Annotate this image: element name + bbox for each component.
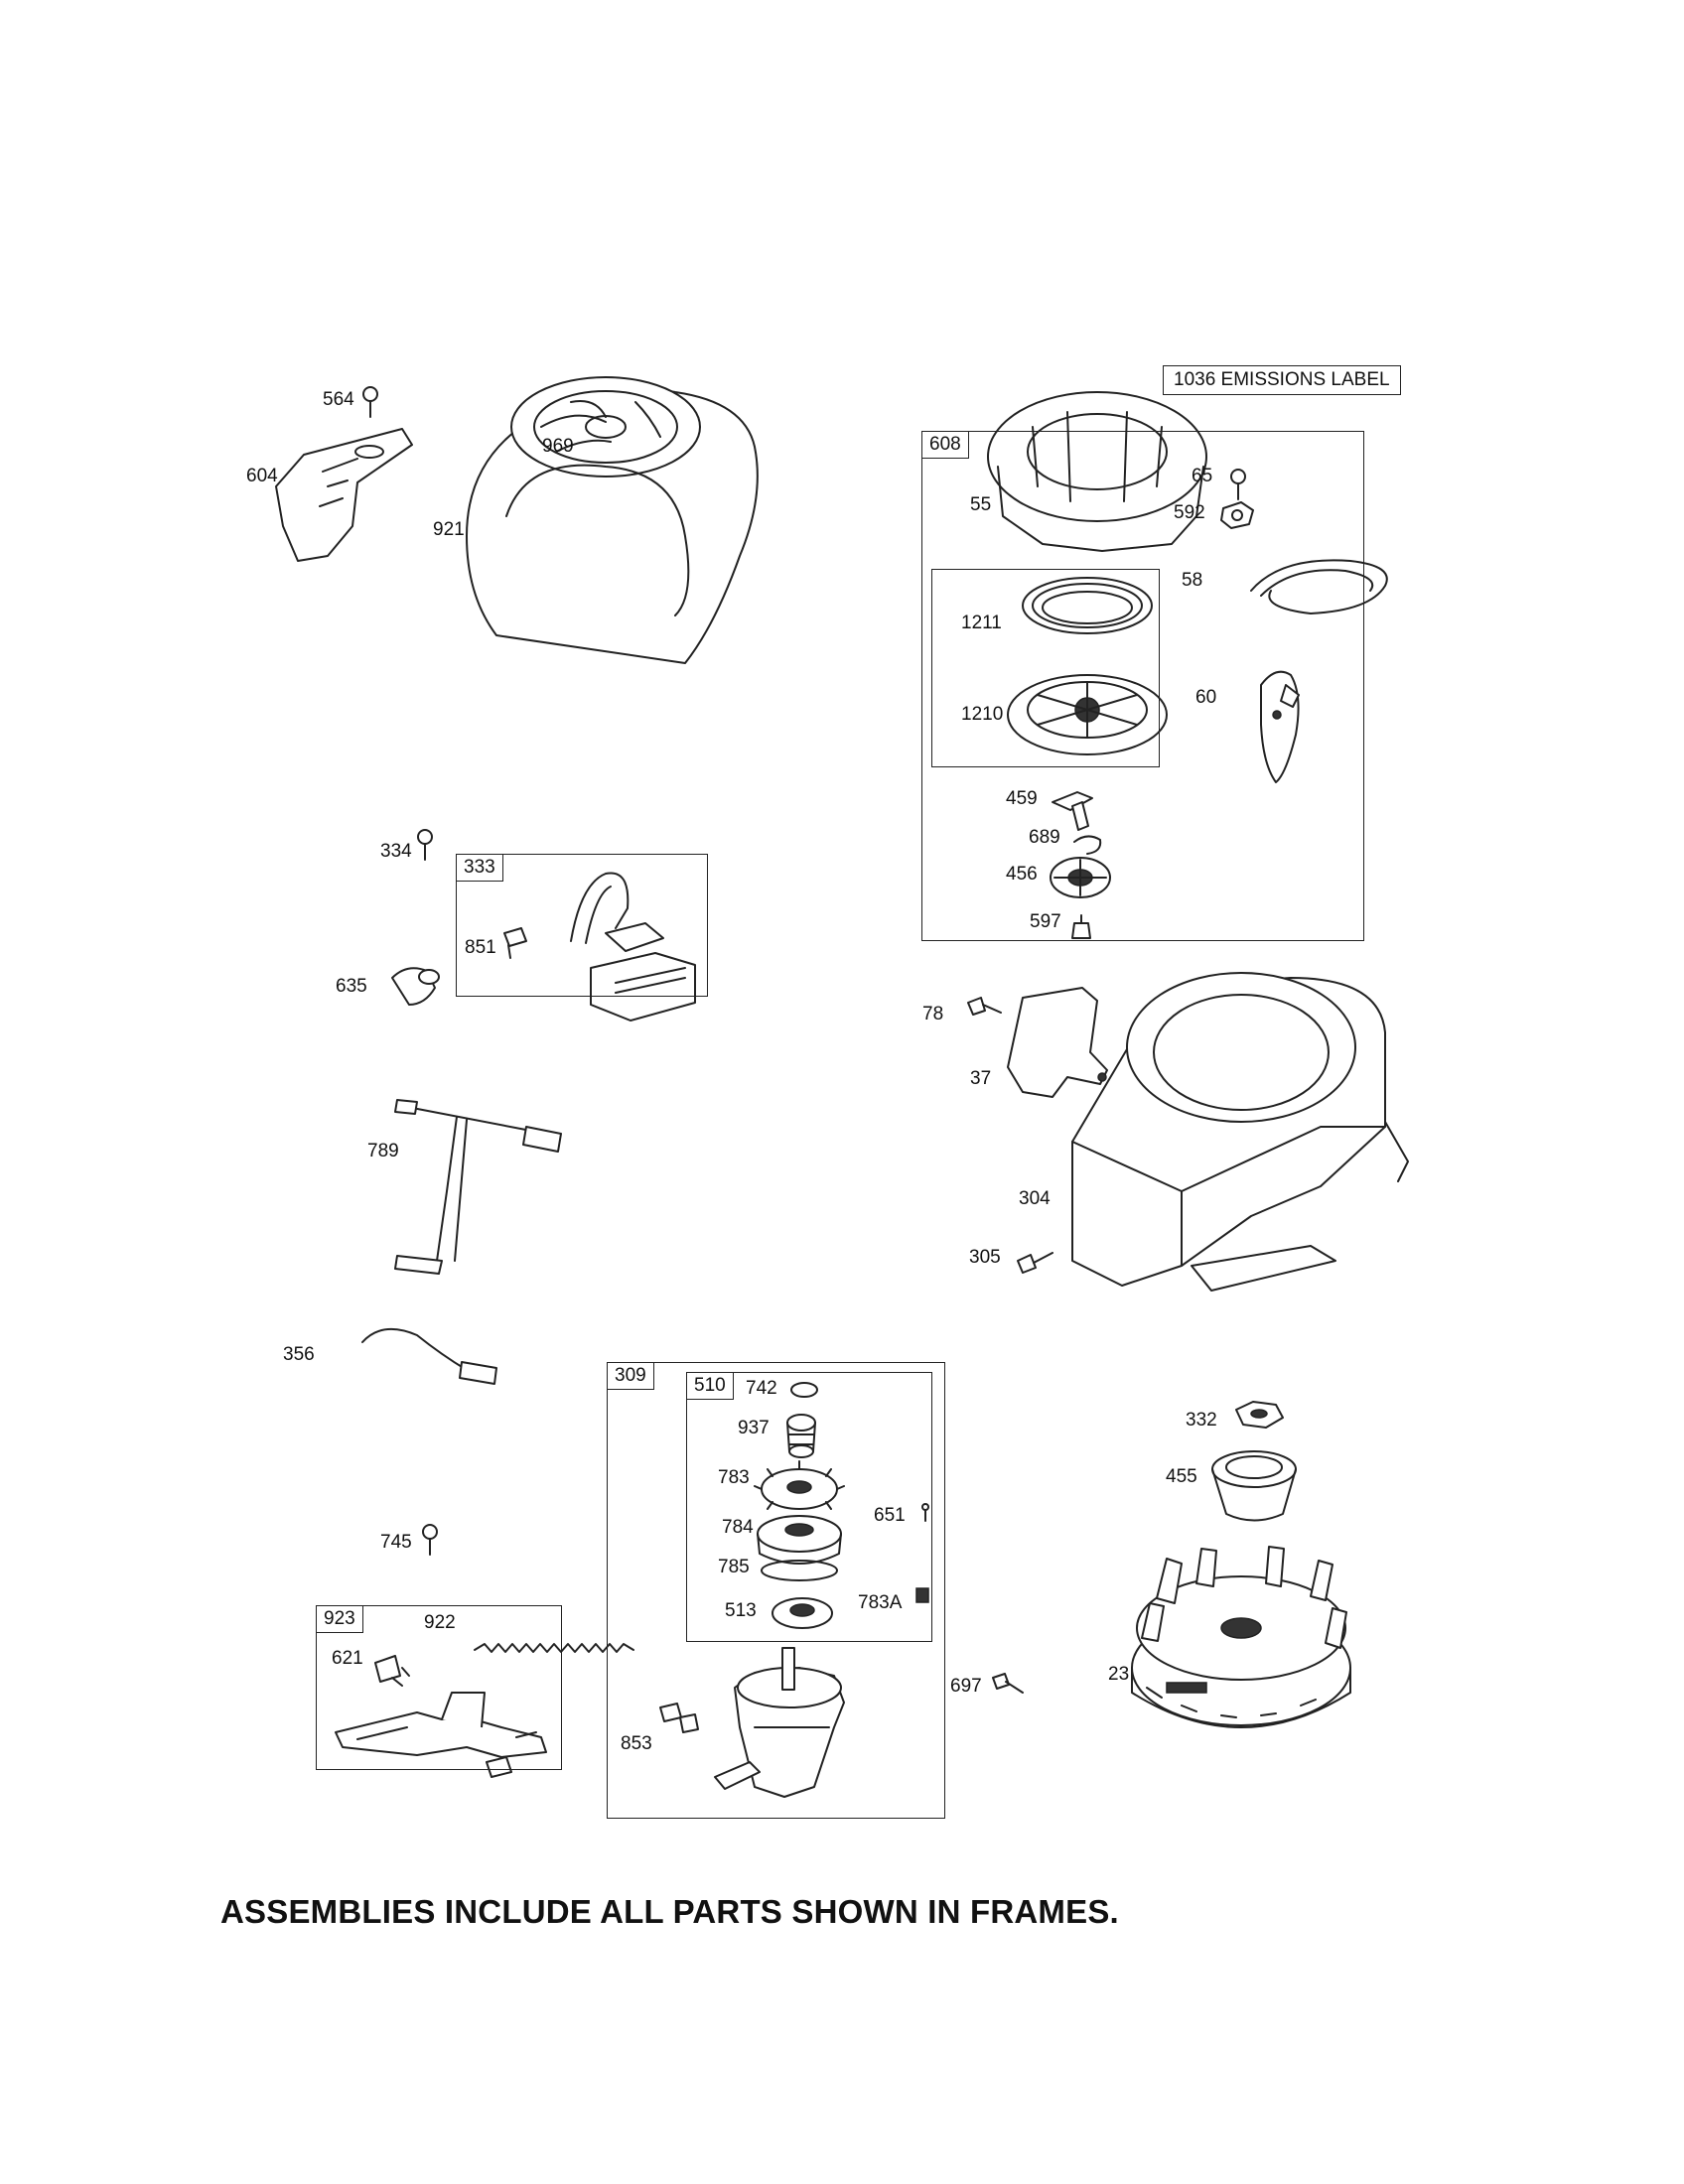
assemblies-note: ASSEMBLIES INCLUDE ALL PARTS SHOWN IN FR… [220,1893,1119,1930]
frame-tag-923: 923 [316,1605,363,1633]
callout-604: 604 [246,466,278,486]
cup-455-drawing [1211,1450,1297,1522]
callout-332: 332 [1186,1410,1217,1431]
callout-785: 785 [718,1557,750,1577]
ground-wire-356-drawing [361,1327,497,1385]
callout-789: 789 [367,1141,399,1161]
callout-455: 455 [1166,1466,1197,1487]
spring-922-drawing [474,1643,634,1653]
screw-305-drawing [1017,1252,1053,1274]
starter-motor-309-drawing [714,1647,845,1798]
starter-housing-55-drawing [987,391,1207,552]
callout-742: 742 [746,1378,777,1399]
pulley-1210-drawing [1007,674,1168,755]
screw-597-drawing [1071,914,1091,939]
callout-921: 921 [433,519,465,540]
cap-783a-drawing [915,1587,929,1603]
ring-689-drawing [1073,835,1102,855]
callout-23: 23 [1108,1664,1130,1685]
handle-60-drawing [1260,670,1300,783]
callout-784: 784 [722,1517,754,1538]
callout-513: 513 [725,1600,757,1621]
frame-510: 510 [686,1372,932,1642]
callout-304: 304 [1019,1188,1051,1209]
screw-334-drawing [417,829,433,861]
cylinder-shield-304-drawing [1071,972,1409,1292]
callout-305: 305 [969,1247,1001,1268]
callout-65: 65 [1192,466,1213,486]
screw-564-drawing [362,386,378,418]
frame-inner-recoil [931,569,1160,767]
harness-789-drawing [394,1099,562,1275]
gear-783-drawing [754,1460,845,1510]
callout-1210: 1210 [961,704,1004,725]
callout-592: 592 [1174,502,1205,523]
callout-937: 937 [738,1418,770,1438]
screw-651-drawing [921,1503,929,1522]
clip-851-drawing [503,927,527,959]
callout-635: 635 [336,976,367,997]
callout-689: 689 [1029,827,1060,848]
emissions-label-box: 1036 EMISSIONS LABEL [1163,365,1401,395]
bracket-621-drawing [374,1655,410,1687]
connector-853-drawing [659,1703,699,1733]
frame-608: 608 [921,431,1364,941]
callout-745: 745 [380,1532,412,1553]
callout-922: 922 [424,1612,456,1633]
baffle-604-drawing [275,428,413,562]
callout-334: 334 [380,841,412,862]
armature-333-drawing [570,872,696,1022]
frame-tag-333: 333 [456,854,503,882]
frame-tag-309: 309 [607,1362,654,1390]
callout-621: 621 [332,1648,363,1669]
callout-60: 60 [1195,687,1217,708]
screw-78-drawing [967,997,1002,1016]
drive-513-drawing [772,1597,833,1629]
frame-tag-608: 608 [921,431,969,459]
bolt-65-drawing [1230,469,1246,500]
cup-456-drawing [1050,857,1111,898]
cap-742-drawing [790,1382,818,1398]
air-guide-37-drawing [1007,987,1108,1098]
callout-783: 783 [718,1467,750,1488]
clutch-784-drawing [757,1515,842,1565]
callout-456: 456 [1006,864,1038,885]
callout-564: 564 [323,389,354,410]
callout-37: 37 [970,1068,992,1089]
nut-332-drawing [1235,1401,1284,1429]
spring-937-drawing [786,1414,816,1458]
frame-333: 333 [456,854,708,997]
retainer-785-drawing [761,1560,838,1581]
callout-1211: 1211 [961,613,1002,633]
pawl-459-drawing [1052,791,1093,831]
screw-697-drawing [992,1673,1024,1694]
frame-923: 923 [316,1605,562,1770]
rope-58-drawing [1250,559,1388,614]
governor-bracket-923-drawing [335,1692,547,1778]
boot-635-drawing [391,967,440,1006]
callout-851: 851 [465,937,496,958]
callout-597: 597 [1030,911,1061,932]
callout-783a: 783A [858,1592,903,1613]
callout-58: 58 [1182,570,1203,591]
frame-tag-510: 510 [686,1372,734,1400]
flywheel-23-drawing [1131,1546,1351,1728]
callout-459: 459 [1006,788,1038,809]
callout-356: 356 [283,1344,315,1365]
nut-592-drawing [1220,501,1254,529]
callout-697: 697 [950,1676,982,1697]
blower-housing-921-drawing [466,376,759,664]
callout-969: 969 [542,436,574,457]
screw-745-drawing [422,1524,438,1556]
callout-651: 651 [874,1505,906,1526]
spring-1211-drawing [1022,577,1153,634]
callout-853: 853 [621,1733,652,1754]
callout-78: 78 [922,1004,944,1024]
frame-309: 309 [607,1362,945,1819]
callout-55: 55 [970,494,992,515]
